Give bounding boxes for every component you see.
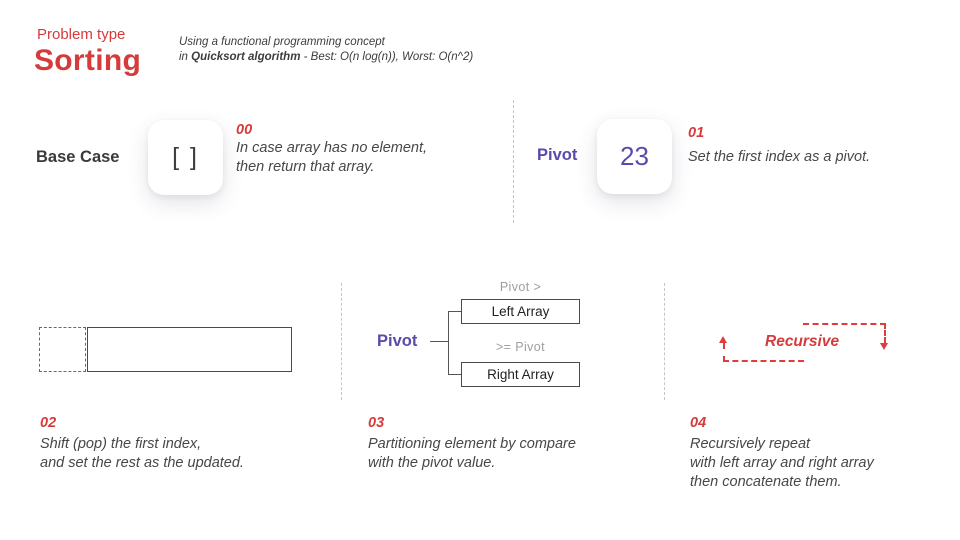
- bracket-top-stub: [448, 311, 462, 312]
- step01-number: 01: [688, 125, 705, 141]
- step00-number: 00: [236, 122, 253, 138]
- divider-bottom-right: [664, 283, 665, 400]
- right-array-box: Right Array: [461, 362, 580, 387]
- recursive-arrow-top: [803, 323, 886, 343]
- page-title: Sorting: [34, 44, 142, 77]
- pivot-card: 23: [597, 119, 672, 194]
- rest-array-box: [87, 327, 292, 372]
- divider-top: [513, 100, 514, 223]
- bracket-bottom-stub: [448, 373, 462, 375]
- subtitle-line2: in Quicksort algorithm - Best: O(n log(n…: [179, 50, 474, 63]
- subtitle: Using a functional programming concept i…: [179, 35, 473, 64]
- popped-index-box: [39, 327, 86, 372]
- condition-bottom-label: >= Pivot: [495, 340, 546, 354]
- subtitle-line1: Using a functional programming concept: [179, 36, 385, 48]
- recursive-label: Recursive: [765, 333, 840, 350]
- empty-array-card: [ ]: [148, 120, 223, 195]
- bracket-vertical-line: [448, 311, 449, 375]
- recursive-arrow-bottom: [723, 343, 804, 362]
- step01-description: Set the first index as a pivot.: [688, 149, 871, 165]
- step02-description: Shift (pop) the first index, and set the…: [40, 436, 244, 471]
- step03-number: 03: [368, 415, 385, 431]
- step04-number: 04: [690, 415, 707, 431]
- divider-bottom-left: [341, 283, 342, 400]
- bracket-connector-line: [430, 341, 448, 342]
- condition-top-label: Pivot >: [499, 280, 542, 294]
- partition-pivot-label: Pivot: [377, 332, 418, 350]
- pivot-label: Pivot: [537, 146, 578, 164]
- step03-description: Partitioning element by compare with the…: [368, 436, 576, 471]
- base-case-label: Base Case: [36, 148, 120, 166]
- arrow-up-icon: [719, 336, 727, 343]
- pivot-value: 23: [620, 141, 649, 171]
- empty-array-icon: [ ]: [172, 143, 199, 171]
- arrow-down-icon: [880, 343, 888, 350]
- step02-number: 02: [40, 415, 57, 431]
- problem-type-label: Problem type: [37, 26, 126, 43]
- subtitle-bold-segment: Quicksort algorithm: [191, 50, 301, 63]
- step04-description: Recursively repeat with left array and r…: [690, 436, 874, 490]
- left-array-box: Left Array: [461, 299, 580, 324]
- step00-description: In case array has no element, then retur…: [236, 140, 428, 175]
